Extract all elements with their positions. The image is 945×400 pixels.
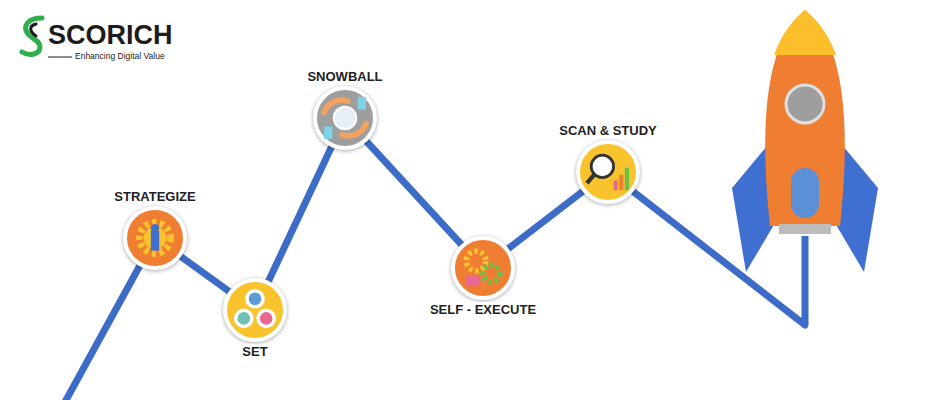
- logo-tagline: Enhancing Digital Value: [75, 52, 165, 61]
- growth-line: [507, 190, 584, 249]
- step-label: SCAN & STUDY: [557, 123, 659, 138]
- growth-line: [179, 256, 230, 293]
- step-label: STRATEGIZE: [112, 189, 197, 204]
- step-icon: [127, 210, 183, 266]
- logo-wordmark: SCORICH: [48, 22, 173, 49]
- step-label: SET: [240, 344, 269, 359]
- step-circle: STRATEGIZE: [123, 206, 187, 270]
- growth-line: [268, 145, 333, 283]
- step-icon: [317, 90, 373, 146]
- step-circle: SCAN & STUDY: [576, 140, 640, 204]
- step-circle: SELF - EXECUTE: [451, 236, 515, 300]
- step-icon: [580, 144, 636, 200]
- growth-line: [365, 140, 462, 246]
- step-circle: SNOWBALL: [313, 86, 377, 150]
- step-icon: [227, 282, 283, 338]
- step-label: SNOWBALL: [305, 69, 384, 84]
- step-circle: SET: [223, 278, 287, 342]
- step-label: SELF - EXECUTE: [428, 302, 538, 317]
- rocket: [732, 10, 878, 272]
- step-icon: [455, 240, 511, 296]
